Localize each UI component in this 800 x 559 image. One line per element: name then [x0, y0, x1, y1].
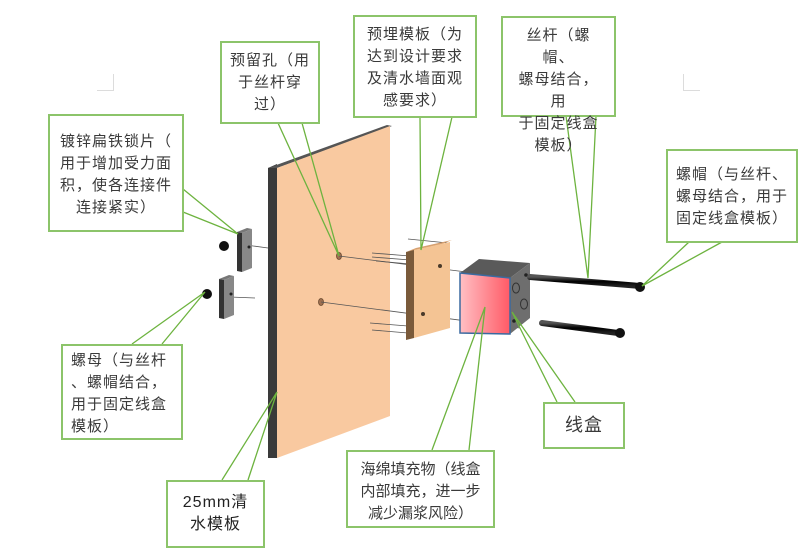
leader-screw-rod	[565, 115, 597, 279]
corner-mark-left	[97, 74, 114, 91]
callout-reserved-hole: 预留孔（用 于丝杆穿 过）	[220, 41, 320, 124]
leader-lock-plate	[182, 188, 239, 235]
callout-screw-rod: 丝杆（螺帽、 螺母结合，用 于固定线盒 模板）	[501, 16, 616, 154]
leader-reserved-hole	[277, 122, 340, 257]
sponge-filler	[459, 272, 511, 335]
leader-junction-box	[511, 311, 576, 403]
callout-galvanized-lock-plate: 镀锌扁铁锁片（ 用于增加受力面 积，使各连接件 连接紧实）	[48, 114, 184, 232]
leader-sponge	[431, 306, 486, 451]
formwork-edge	[268, 164, 277, 458]
corner-mark-right	[683, 74, 700, 91]
callout-nut: 螺母（与丝杆 、螺帽结合， 用于固定线盒 模板）	[61, 344, 183, 440]
galvanized-lock-plate-lower	[219, 275, 234, 319]
formwork-face	[277, 126, 390, 458]
leader-embedded-template	[419, 116, 453, 251]
embedded-template-board	[406, 240, 452, 340]
callout-cap-nut: 螺帽（与丝杆、 螺母结合，用于 固定线盒模板）	[666, 149, 798, 243]
formwork-board	[268, 125, 392, 458]
screw-rod-lower	[539, 320, 625, 338]
callout-formwork-25mm: 25mm清 水模板	[166, 480, 265, 548]
formwork-top-edge	[268, 125, 392, 168]
callout-sponge-filler: 海绵填充物（线盒 内部填充，进一步 减少漏浆风险）	[346, 450, 495, 528]
callout-embedded-template: 预埋模板（为 达到设计要求 及清水墙面观 感要求）	[353, 15, 477, 118]
nut-upper	[219, 241, 229, 251]
leader-lines	[131, 115, 723, 481]
screw-rod-upper	[527, 274, 645, 292]
leader-cap-nut	[641, 241, 723, 287]
junction-box	[459, 259, 530, 335]
galvanized-lock-plate-upper	[237, 228, 252, 272]
callout-junction-box: 线盒	[543, 402, 625, 449]
leader-nut	[131, 291, 206, 345]
leader-formwork	[221, 391, 278, 481]
nut-lower	[202, 289, 212, 299]
